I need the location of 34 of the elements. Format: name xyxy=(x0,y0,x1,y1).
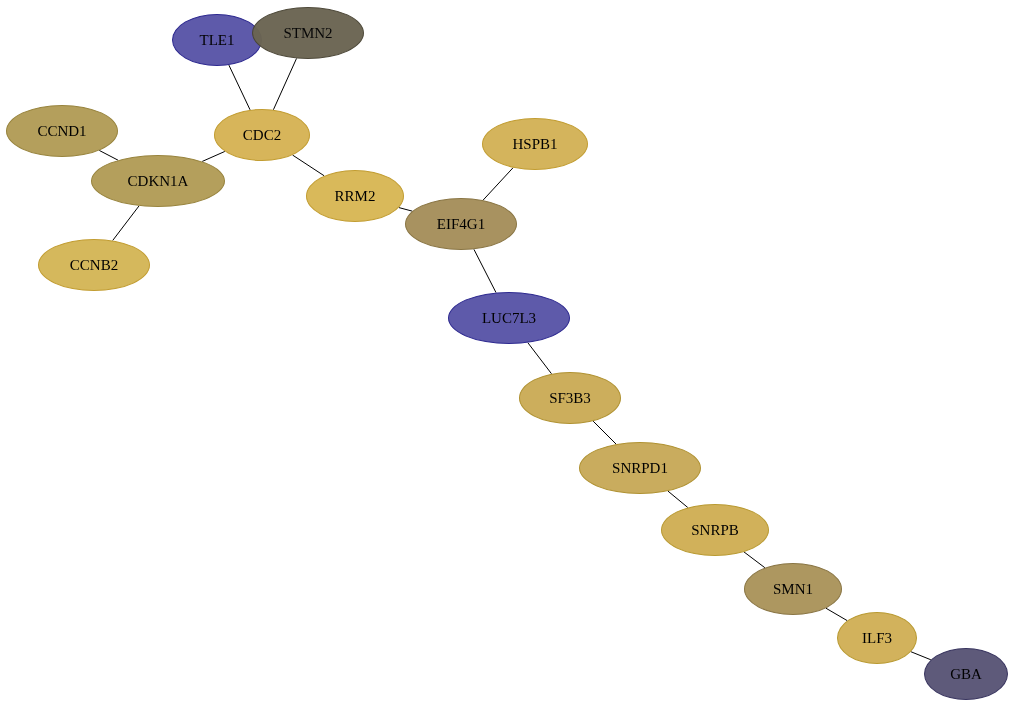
gene-label: EIF4G1 xyxy=(436,215,486,233)
connector-line xyxy=(667,490,689,509)
gene-label: ILF3 xyxy=(862,629,892,647)
connector-line xyxy=(743,551,766,569)
gene-label: SNRPD1 xyxy=(612,459,668,477)
connector-line xyxy=(112,205,140,241)
gene-label: TLE1 xyxy=(199,31,235,49)
gene-ellipse xyxy=(924,648,1008,700)
gene-label: GBA xyxy=(950,665,982,683)
gene-label: HSPB1 xyxy=(512,135,558,153)
gene-ellipse xyxy=(252,7,364,59)
connector-line xyxy=(825,607,848,622)
connector-line xyxy=(292,154,325,177)
gene-ellipse xyxy=(214,109,310,161)
gene-ellipse xyxy=(405,198,517,250)
gene-label: STMN2 xyxy=(283,24,333,42)
connector-line xyxy=(398,207,413,212)
connector-line xyxy=(272,57,297,111)
gene-label: SNRPB xyxy=(691,521,739,539)
gene-label: SF3B3 xyxy=(549,389,591,407)
gene-label: CDKN1A xyxy=(127,172,189,190)
gene-label: CDC2 xyxy=(242,126,282,144)
gene-ellipse xyxy=(172,14,262,66)
connector-line xyxy=(201,150,226,162)
gene-label: CCNB2 xyxy=(69,256,119,274)
gene-label: CCND1 xyxy=(37,122,87,140)
connector-line xyxy=(228,64,251,111)
gene-ellipse xyxy=(837,612,917,664)
connector-line xyxy=(473,248,497,294)
gene-label: LUC7L3 xyxy=(481,309,537,327)
gene-label: RRM2 xyxy=(334,187,376,205)
connector-line xyxy=(98,149,119,161)
gene-label: SMN1 xyxy=(773,580,813,598)
gene-ellipse xyxy=(306,170,404,222)
